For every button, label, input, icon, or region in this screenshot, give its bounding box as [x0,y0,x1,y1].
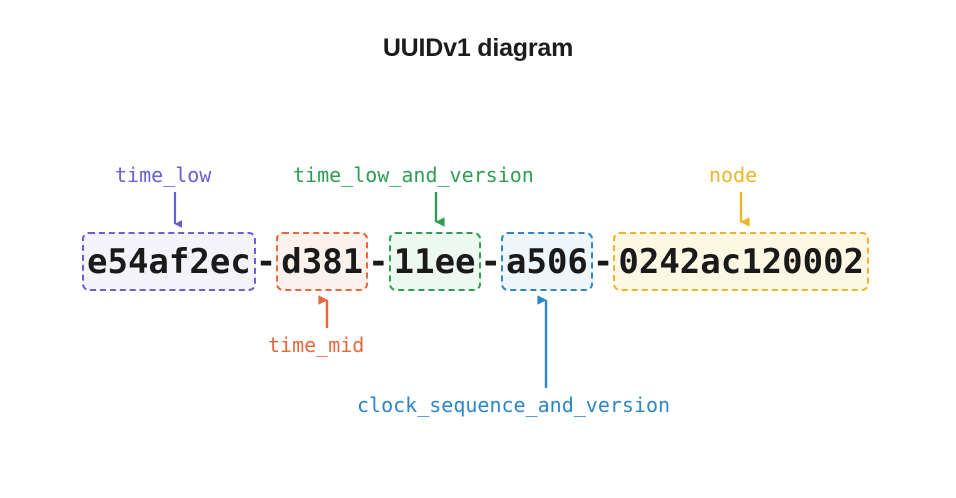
label-node: node [709,163,758,187]
uuid-string: e54af2ec - d381 - 11ee - a506 - 0242ac12… [82,232,870,291]
uuid-separator-4: - [592,241,614,282]
uuid-segment-time-low: e54af2ec [82,232,256,291]
uuid-separator-1: - [255,241,277,282]
label-clock-sequence-and-version: clock_sequence_and_version [357,393,671,417]
label-time-low-and-version: time_low_and_version [293,163,534,187]
uuid-segment-node: 0242ac120002 [613,232,870,291]
uuid-segment-clock-sequence-and-version: a506 [501,232,593,291]
uuid-separator-3: - [480,241,501,282]
label-time-mid: time_mid [268,333,365,357]
uuid-separator-2: - [368,241,389,282]
uuid-segment-time-low-and-version: 11ee [388,232,481,291]
uuid-segment-time-mid: d381 [276,232,369,291]
page-title: UUIDv1 diagram [382,34,574,62]
label-time-low: time_low [115,163,212,187]
